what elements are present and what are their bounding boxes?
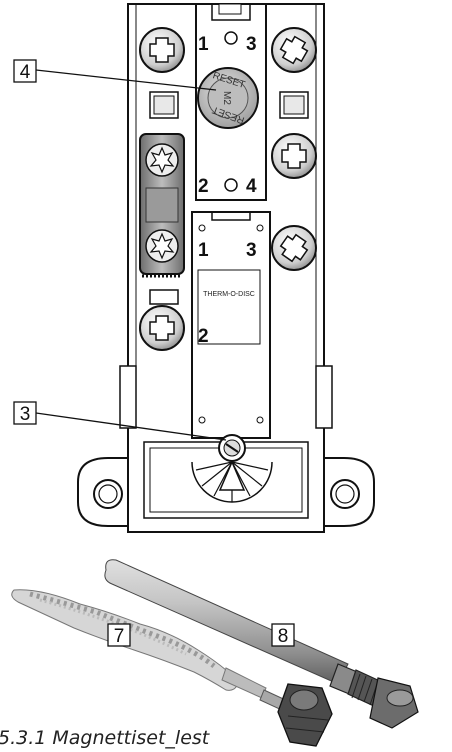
terminal-3-lower: 3 <box>246 240 257 261</box>
terminal-3-upper: 3 <box>246 34 257 55</box>
terminal-4-upper: 4 <box>246 176 257 197</box>
terminal-1-lower: 1 <box>198 240 209 261</box>
mounting-hole-right <box>330 479 360 509</box>
callout-4-label: 4 <box>20 62 31 83</box>
reset-button: RESET RESET M2 <box>197 67 259 129</box>
figure-caption: 5.3.1 Magnettiset_lest <box>0 727 210 749</box>
clamp-bracket <box>139 133 185 278</box>
terminal-1-upper: 1 <box>198 34 209 55</box>
terminal-clips <box>149 91 309 305</box>
used-anode-rod <box>11 589 333 747</box>
callout-dial: 3 <box>13 401 227 441</box>
temperature-dial <box>191 434 273 503</box>
reset-center-text: M2 <box>221 91 232 105</box>
terminal-screw-lower-right <box>271 225 317 271</box>
callout-3-label: 3 <box>20 404 31 425</box>
terminal-screw-top-right <box>271 27 317 73</box>
terminal-2-upper: 2 <box>198 176 209 197</box>
terminal-screw-mid-right <box>271 133 317 179</box>
new-anode-rod <box>104 559 419 729</box>
brand-label: THERM-O-DISC <box>203 291 255 298</box>
mounting-hole-left <box>93 479 123 509</box>
callout-7-label: 7 <box>114 626 125 647</box>
terminal-screw-top-left <box>139 27 185 73</box>
callout-rod-new: 8 <box>271 623 295 647</box>
lower-module: THERM-O-DISC 1 3 2 <box>191 211 271 439</box>
callout-8-label: 8 <box>278 626 289 647</box>
callout-rod-used: 7 <box>107 623 131 647</box>
terminal-screw-bottom-left <box>139 305 185 351</box>
star-screw-icon <box>149 146 175 174</box>
terminal-2-lower: 2 <box>198 326 209 347</box>
callout-reset: 4 <box>13 59 217 91</box>
star-screw-icon <box>149 232 175 260</box>
